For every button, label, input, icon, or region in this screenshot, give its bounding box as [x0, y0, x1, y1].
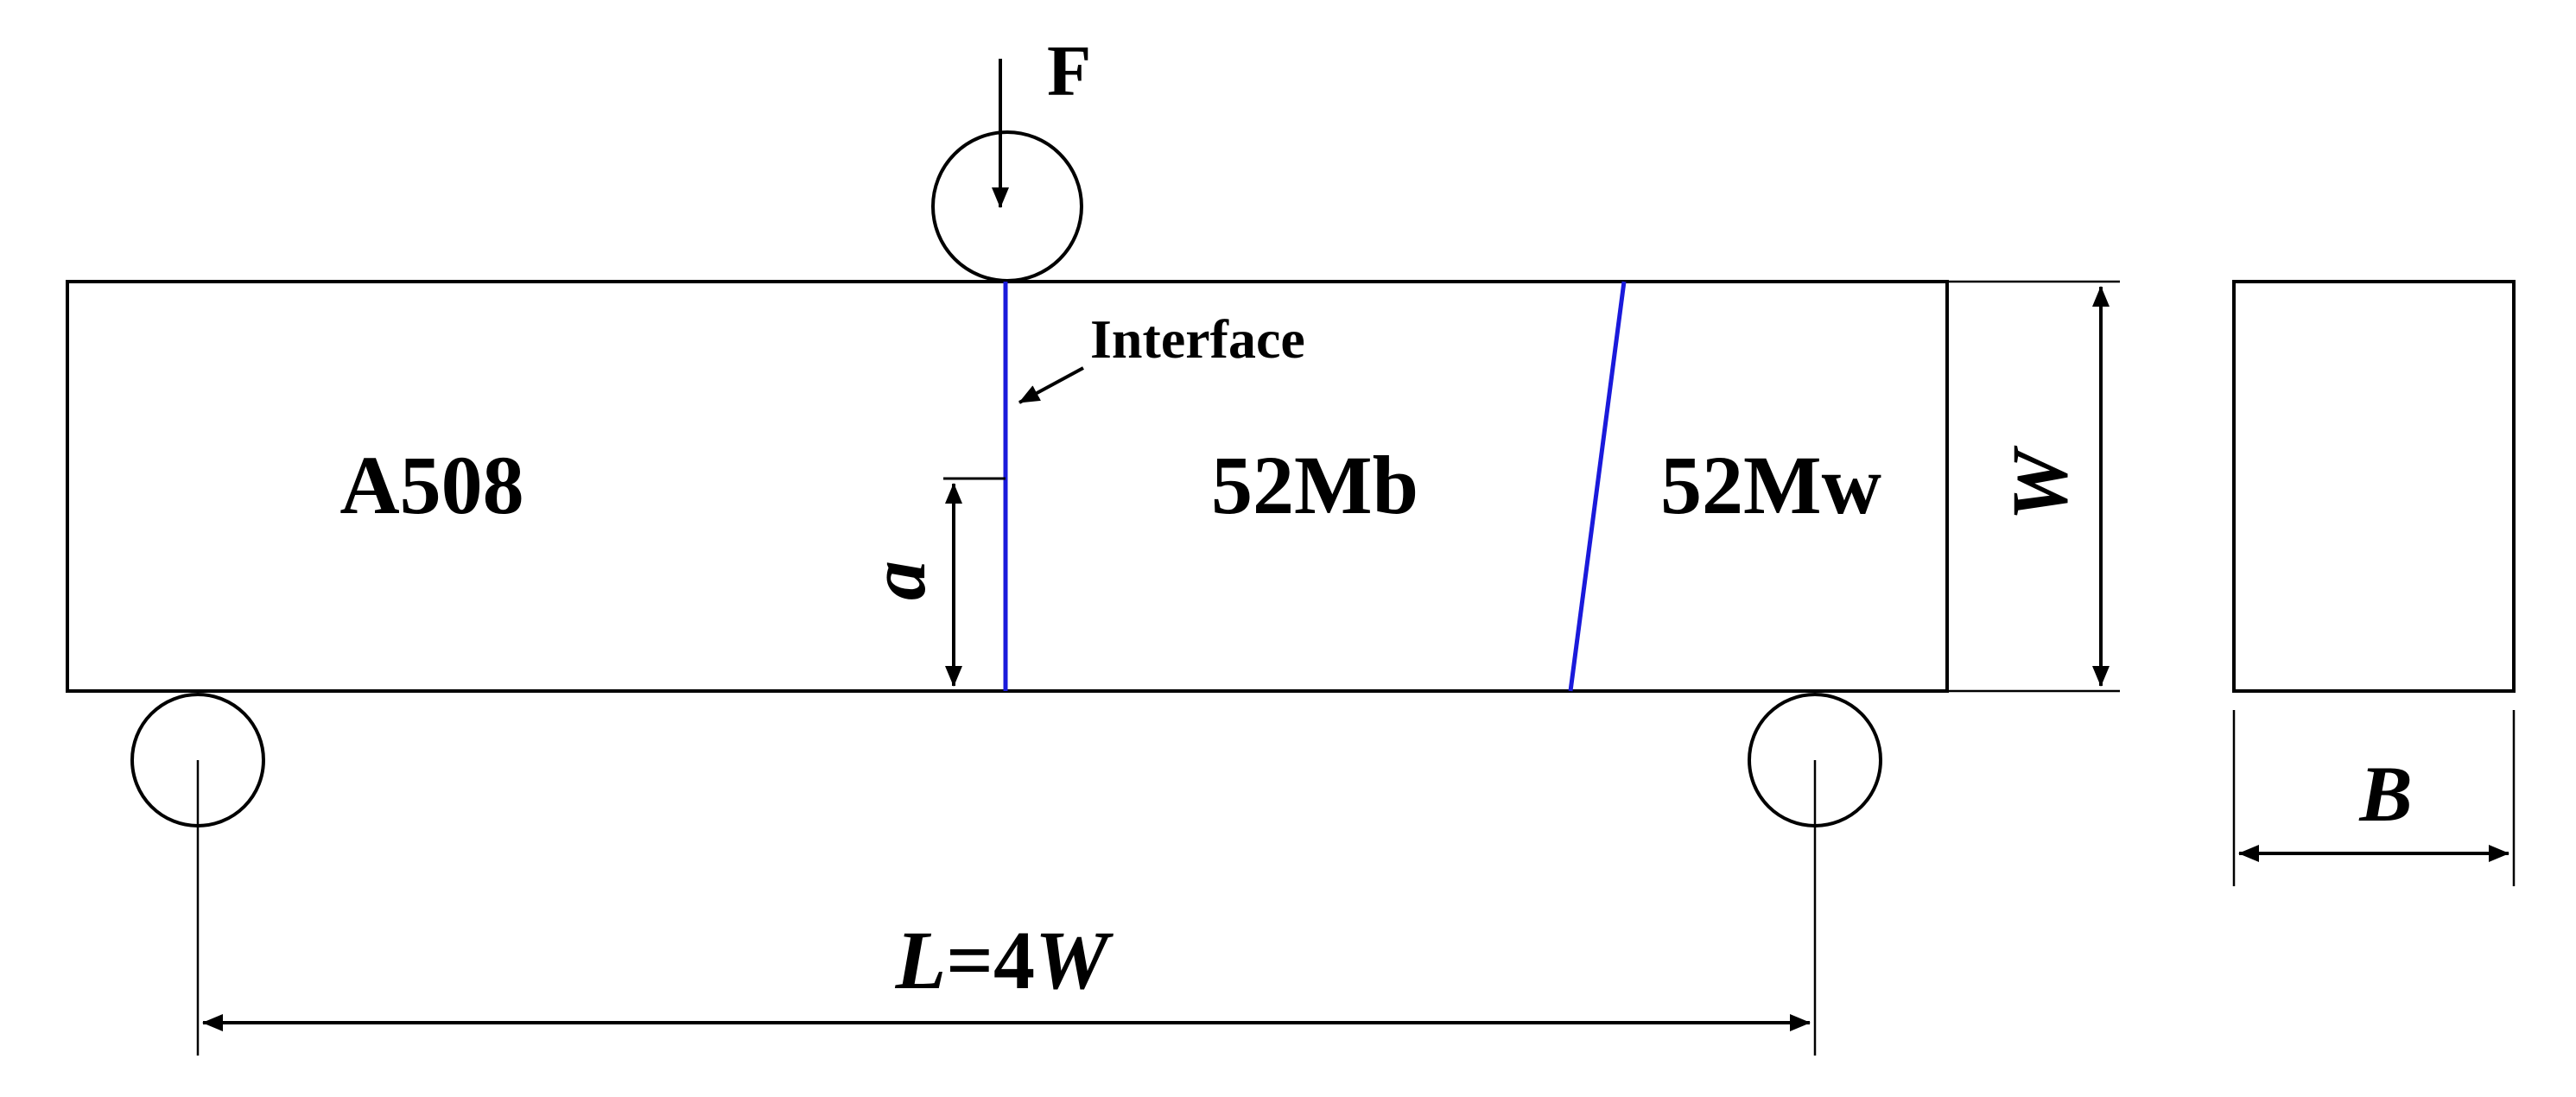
force-label: F	[1047, 31, 1091, 111]
interface-label: Interface	[1090, 308, 1305, 370]
interface-pointer-arrow	[1018, 366, 1084, 404]
interface-line-slanted	[1568, 281, 1627, 692]
span-label-equals: =4	[946, 914, 1035, 1006]
span-label-w: W	[1035, 914, 1114, 1006]
thickness-label: B	[2358, 750, 2412, 838]
crack-length-label: a	[853, 561, 942, 600]
span-label-l: L	[895, 914, 947, 1006]
span-label: L=4W	[895, 914, 1114, 1006]
material-label-52mb: 52Mb	[1211, 439, 1418, 531]
width-label: W	[1995, 445, 2084, 521]
loading-roller	[931, 130, 1083, 282]
material-label-52mw: 52Mw	[1660, 439, 1881, 531]
material-label-a508: A508	[339, 439, 523, 531]
cross-section	[2232, 280, 2516, 693]
